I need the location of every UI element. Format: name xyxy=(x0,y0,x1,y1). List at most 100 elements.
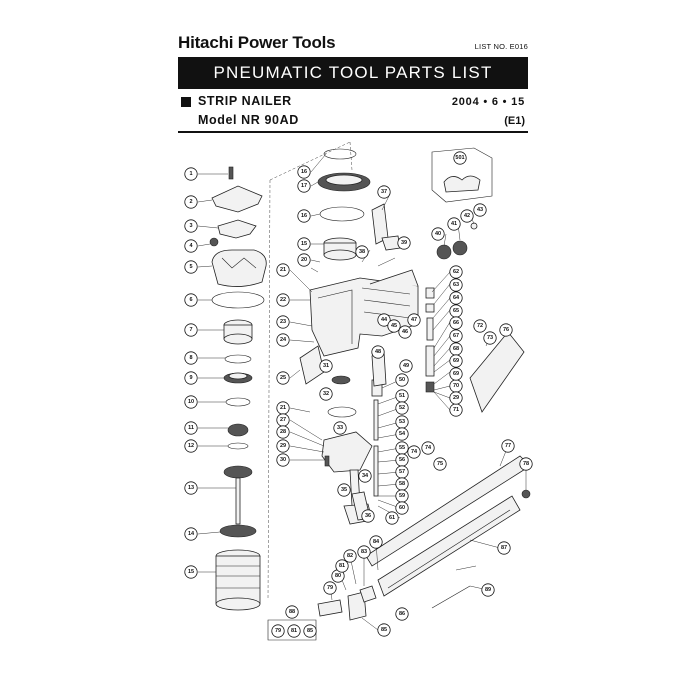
revision-code: (E1) xyxy=(504,115,525,127)
callout-84: 84 xyxy=(369,535,383,549)
svg-text:32: 32 xyxy=(323,391,329,397)
callout-60: 60 xyxy=(395,501,409,515)
cap-stack-parts xyxy=(209,166,267,611)
callout-23: 23 xyxy=(276,315,290,329)
brand-title: Hitachi Power Tools xyxy=(178,33,336,52)
body-handle-top xyxy=(369,269,419,287)
top-cover-part xyxy=(211,185,263,213)
top-ring-part xyxy=(323,148,357,160)
svg-text:81: 81 xyxy=(291,628,297,634)
cylinder-body-part xyxy=(215,555,261,605)
callout-37: 37 xyxy=(377,185,391,199)
piston-ring-part xyxy=(227,442,249,450)
phantom-outline xyxy=(267,141,353,601)
callout-34: 34 xyxy=(358,469,372,483)
svg-text:8: 8 xyxy=(189,355,192,361)
svg-text:15: 15 xyxy=(188,569,194,575)
svg-text:14: 14 xyxy=(188,531,195,537)
right-assembly-parts xyxy=(267,147,531,641)
callout-21b: 21 xyxy=(276,401,290,415)
svg-text:66: 66 xyxy=(453,320,459,326)
valve-part-1 xyxy=(425,287,435,299)
svg-text:77: 77 xyxy=(505,443,511,449)
svg-text:29: 29 xyxy=(280,443,286,449)
svg-text:48: 48 xyxy=(375,349,381,355)
contact-arm-part xyxy=(317,599,343,617)
bullet-square-icon xyxy=(181,97,191,107)
callout-59: 59 xyxy=(395,489,409,503)
callout-30: 30 xyxy=(276,453,290,467)
svg-text:63: 63 xyxy=(453,282,459,288)
cylinder-cap-part xyxy=(211,249,267,287)
svg-text:1: 1 xyxy=(189,171,192,177)
svg-text:2: 2 xyxy=(189,199,192,205)
svg-text:68: 68 xyxy=(453,346,459,352)
svg-text:73: 73 xyxy=(487,335,493,341)
callout-64: 64 xyxy=(449,291,463,305)
callout-12: 12 xyxy=(184,439,198,453)
callout-55: 55 xyxy=(395,441,409,455)
svg-text:40: 40 xyxy=(435,231,441,237)
callout-89: 89 xyxy=(481,583,495,597)
svg-text:34: 34 xyxy=(362,473,369,479)
svg-text:24: 24 xyxy=(280,337,287,343)
document-banner: PNEUMATIC TOOL PARTS LIST xyxy=(178,57,528,89)
trigger-spring-part xyxy=(373,445,379,497)
callout-kit-79: 79 xyxy=(271,624,285,638)
svg-text:80: 80 xyxy=(335,573,341,579)
callout-51: 51 xyxy=(395,389,409,403)
callout-86: 86 xyxy=(395,607,409,621)
svg-text:62: 62 xyxy=(453,269,459,275)
callout-85: 85 xyxy=(377,623,391,637)
callout-16: 16 xyxy=(297,165,311,179)
callout-40: 40 xyxy=(431,227,445,241)
driver-head-part xyxy=(223,465,253,479)
callout-57: 57 xyxy=(395,465,409,479)
svg-text:16: 16 xyxy=(301,169,307,175)
callout-74b: 74 xyxy=(421,441,435,455)
svg-text:88: 88 xyxy=(289,609,295,615)
svg-text:89: 89 xyxy=(485,587,491,593)
callout-82: 82 xyxy=(343,549,357,563)
seal-inner xyxy=(228,372,248,380)
callout-16b: 16 xyxy=(297,209,311,223)
svg-text:82: 82 xyxy=(347,553,353,559)
callout-53: 53 xyxy=(395,415,409,429)
bolt-part xyxy=(228,166,234,180)
svg-text:33: 33 xyxy=(337,425,343,431)
svg-text:16: 16 xyxy=(301,213,307,219)
svg-text:86: 86 xyxy=(399,611,405,617)
svg-text:49: 49 xyxy=(403,363,409,369)
callout-13: 13 xyxy=(184,481,198,495)
callout-10: 10 xyxy=(184,395,198,409)
callout-56: 56 xyxy=(395,453,409,467)
svg-text:23: 23 xyxy=(280,319,286,325)
o-ring-small-part xyxy=(225,397,251,407)
callout-67: 67 xyxy=(449,329,463,343)
svg-text:38: 38 xyxy=(359,249,365,255)
svg-text:76: 76 xyxy=(503,327,509,333)
callout-46: 46 xyxy=(398,325,412,339)
callout-87: 87 xyxy=(497,541,511,555)
svg-text:71: 71 xyxy=(453,407,459,413)
callout-39: 39 xyxy=(397,236,411,250)
piston-part xyxy=(227,423,249,437)
callout-78: 78 xyxy=(519,457,533,471)
magazine-slot-line xyxy=(387,509,511,589)
svg-text:70: 70 xyxy=(453,383,459,389)
callout-17: 17 xyxy=(297,179,311,193)
document-date: 2004 • 6 • 15 xyxy=(451,96,525,108)
small-nut-part xyxy=(470,222,478,230)
callout-27: 27 xyxy=(276,413,290,427)
svg-text:72: 72 xyxy=(477,323,483,329)
callout-58: 58 xyxy=(395,477,409,491)
bumper-ring-part xyxy=(327,406,357,418)
svg-text:64: 64 xyxy=(453,295,460,301)
svg-text:65: 65 xyxy=(453,308,459,314)
svg-text:43: 43 xyxy=(477,207,483,213)
svg-text:44: 44 xyxy=(381,317,388,323)
head-valve-bottom xyxy=(223,333,253,345)
svg-text:56: 56 xyxy=(399,457,405,463)
safety-glasses-part xyxy=(443,175,481,193)
callout-42: 42 xyxy=(460,209,474,223)
